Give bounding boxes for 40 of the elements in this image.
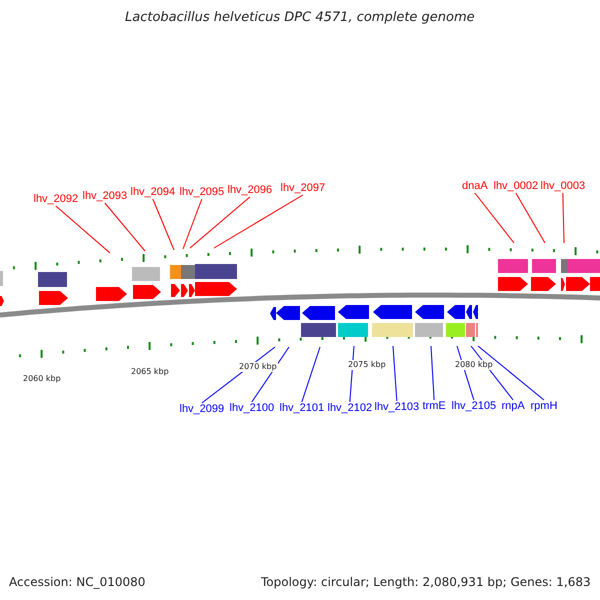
gene-label: lhv_2099: [180, 404, 224, 415]
gene-label: lhv_2103: [374, 402, 420, 413]
accession-text: Accession: NC_010080: [9, 576, 146, 588]
gene-label: lhv_2097: [280, 183, 326, 194]
genome-info-text: Topology: circular; Length: 2,080,931 bp; Genes: 1,683: [261, 576, 591, 588]
scale-label: 2075 kbp: [347, 360, 387, 370]
gene-label: lhv_0002: [494, 181, 538, 192]
leader-line: [214, 194, 304, 248]
gene-label: lhv_2105: [452, 401, 496, 412]
scale-label: 2080 kbp: [454, 360, 494, 370]
leader-line: [190, 196, 250, 248]
gene-label: trmE: [422, 401, 446, 412]
gene-label: rpmH: [530, 401, 558, 412]
gene-label: lhv_2094: [130, 187, 176, 198]
gene-label: lhv_0003: [540, 181, 586, 192]
title: Lactobacillus helveticus DPC 4571, complete genome: [125, 11, 475, 24]
leader-line: [562, 192, 564, 244]
gene-label: lhv_2102: [328, 403, 372, 414]
leader-line: [392, 346, 398, 402]
leader-line: [430, 346, 435, 400]
gene-label: lhv_2096: [228, 185, 272, 196]
leader-line: [251, 346, 290, 402]
leader-line: [301, 346, 320, 402]
leader-line: [182, 198, 202, 250]
gene-label: lhv_2092: [34, 194, 78, 205]
leader-line: [478, 346, 544, 400]
gene-label: lhv_2101: [280, 403, 324, 414]
gene-label: lhv_2093: [82, 191, 128, 202]
gene-label: lhv_2095: [180, 187, 224, 198]
scale-label: 2065 kbp: [130, 367, 170, 377]
gene-label: rnpA: [502, 401, 525, 412]
leader-line: [55, 206, 110, 254]
scale-label: 2060 kbp: [22, 374, 62, 384]
leader-line: [474, 192, 514, 244]
gene-label: dnaA: [462, 181, 488, 192]
leader-line: [104, 202, 146, 252]
scale-label: 2070 kbp: [238, 362, 278, 372]
leader-line: [515, 192, 546, 244]
gene-label: lhv_2100: [230, 403, 274, 414]
leader-line: [152, 198, 174, 250]
